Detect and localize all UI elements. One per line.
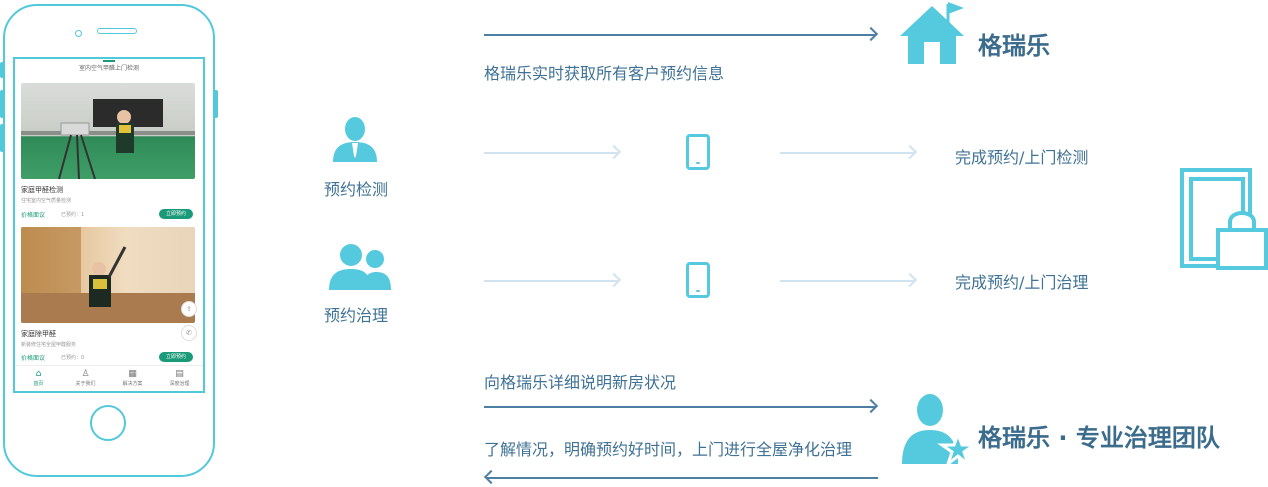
brand-top: 格瑞乐 [978,32,1050,60]
treatment-photo-illustration [21,227,195,323]
phone-power-button [214,90,218,118]
grid-icon: ▦ [128,369,137,379]
arrow-bottom-right-head [863,398,879,414]
tab-about[interactable]: ♙ 关于我们 [62,366,109,391]
document-icon: ▤ [175,369,184,379]
phone-speaker [97,28,137,34]
card-price: 价格面议 [21,212,46,219]
card-booking-count: 已预约：1 [61,212,85,218]
brand-bottom: 格瑞乐 · 专业治理团队 [978,424,1220,452]
arrow-bottom-right-line [484,406,876,408]
tablet-icon [686,262,710,298]
card-title: 家庭除甲醛 [21,330,56,338]
testing-photo-illustration [21,99,195,179]
book-now-button[interactable]: 立即预约 [159,352,193,362]
card-booking-count: 已预约：0 [61,355,85,361]
label-complete-testing: 完成预约/上门检测 [955,148,1089,167]
label-book-testing: 预约检测 [324,180,389,199]
arrow-light-line [484,152,618,154]
arrow-light-head [902,272,918,288]
lock-icon [1180,168,1268,270]
card-photo-testing[interactable] [21,83,195,179]
screen-title-indicator [103,60,115,62]
book-now-button[interactable]: 立即预约 [159,209,193,219]
arrow-light-head [606,144,622,160]
expert-star-icon [902,394,976,466]
screen-title: 室内空气甲醛上门检测 [78,65,139,72]
arrow-light-line [780,152,914,154]
share-icon[interactable]: ⇪ [181,301,197,317]
card-title: 家庭甲醛检测 [21,186,63,194]
arrow-top-head [863,26,879,42]
people-group-icon [329,244,391,290]
phone-call-icon[interactable]: ✆ [181,325,197,341]
tab-label: 关于我们 [75,381,96,387]
house-icon [900,2,964,64]
arrow-light-head [902,144,918,160]
bottom-tab-bar: ⌂ 首页 ♙ 关于我们 ▦ 解决方案 ▤ 深度治理 [15,365,203,391]
tab-deep-treatment[interactable]: ▤ 深度治理 [156,366,203,391]
phone-screen: 室内空气甲醛上门检测 家庭甲醛检测 住宅室内空气质量检测 价格面议 已预约：1 … [13,57,205,393]
phone-camera [75,30,82,37]
arrow-light-head [606,272,622,288]
tab-solutions[interactable]: ▦ 解决方案 [109,366,156,391]
arrow-top-line [484,34,876,36]
phone-volume-up [0,90,4,118]
card-subtitle: 住宅室内空气质量检测 [21,198,72,204]
home-icon: ⌂ [35,369,42,379]
card-subtitle: 新装修住宅全屋甲醛服务 [21,342,77,348]
top-flow-text: 格瑞乐实时获取所有客户预约信息 [484,64,725,83]
label-book-treatment: 预约治理 [324,306,389,325]
bottom-flow-text-2: 了解情况，明确预约好时间，上门进行全屋净化治理 [484,440,853,459]
user-icon: ♙ [81,369,90,379]
tab-home[interactable]: ⌂ 首页 [15,366,62,391]
tab-label: 深度治理 [169,381,190,387]
bottom-flow-text-1: 向格瑞乐详细说明新房状况 [484,373,677,392]
tab-label: 首页 [33,381,44,387]
phone-home-button [90,405,126,441]
phone-volume-down [0,124,4,152]
label-complete-treatment: 完成预约/上门治理 [955,273,1089,292]
person-icon [333,117,377,162]
arrow-light-line [780,280,914,282]
card-photo-treatment[interactable] [21,227,195,323]
arrow-bottom-left-line [486,477,878,479]
tab-label: 解决方案 [122,381,143,387]
tablet-icon [686,134,710,170]
arrow-bottom-left-head [483,469,499,485]
phone-side-button [0,62,4,78]
card-price: 价格面议 [21,355,46,362]
arrow-light-line [484,280,618,282]
